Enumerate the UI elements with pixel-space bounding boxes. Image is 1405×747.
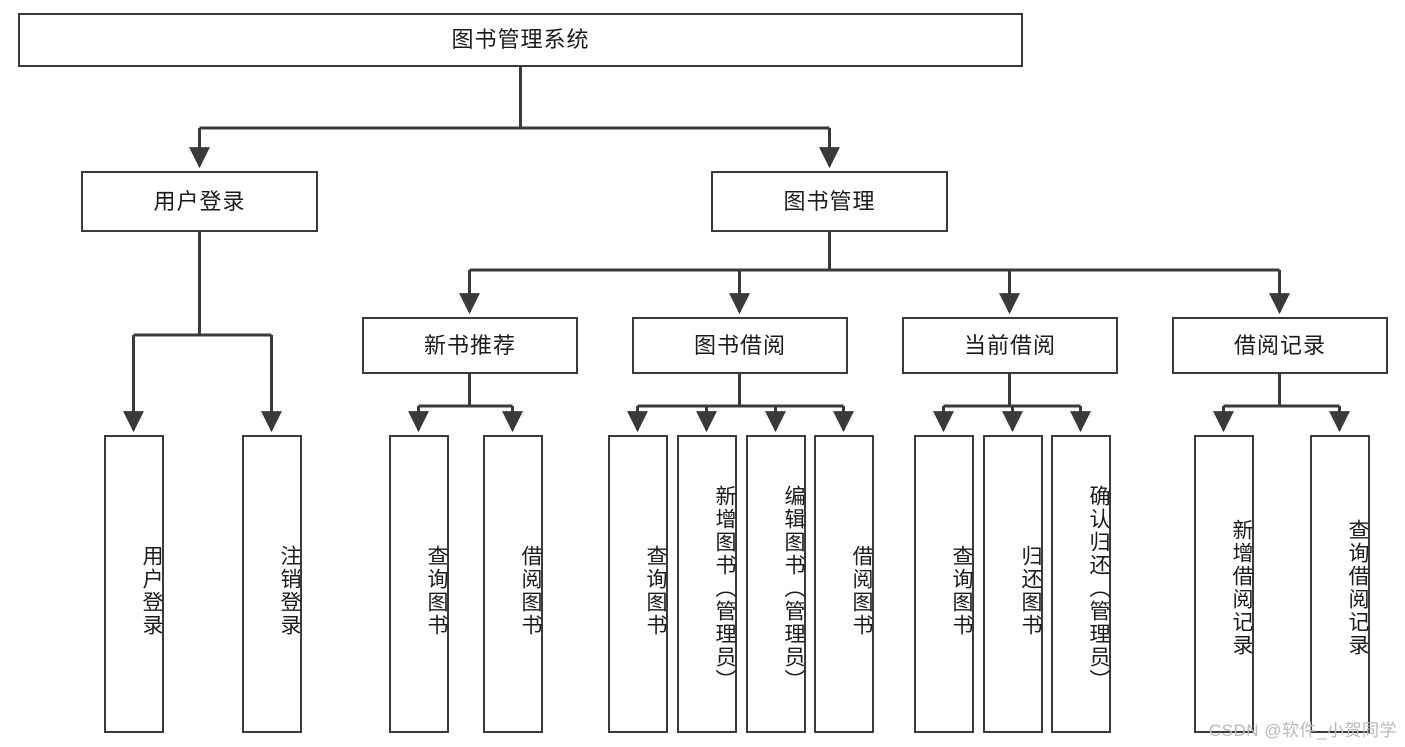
- node-leaf-add-record-label: 新增借阅记录: [1230, 519, 1253, 657]
- node-user-login-label: 用户登录: [153, 188, 246, 214]
- node-leaf-query-book-3[interactable]: 查询图书: [914, 435, 974, 733]
- node-book-borrow-label: 图书借阅: [693, 332, 786, 358]
- node-leaf-return-book-label: 归还图书: [1019, 545, 1042, 637]
- node-leaf-query-book-1-label: 查询图书: [425, 545, 448, 637]
- node-leaf-borrow-book-1-label: 借阅图书: [519, 545, 542, 637]
- node-root[interactable]: 图书管理系统: [18, 13, 1023, 67]
- node-book-manage-label: 图书管理: [783, 188, 876, 214]
- watermark: CSDN @软件_小贺同学: [1208, 721, 1397, 740]
- node-borrow-record-label: 借阅记录: [1233, 332, 1326, 358]
- node-book-borrow[interactable]: 图书借阅: [632, 317, 848, 374]
- node-leaf-add-book-label: 新增图书（管理员）: [713, 484, 736, 692]
- node-leaf-user-login[interactable]: 用户登录: [104, 435, 164, 733]
- node-leaf-query-record[interactable]: 查询借阅记录: [1310, 435, 1370, 733]
- node-leaf-edit-book-label: 编辑图书（管理员）: [782, 484, 805, 692]
- node-leaf-logout[interactable]: 注销登录: [242, 435, 302, 733]
- node-leaf-confirm-return[interactable]: 确认归还（管理员）: [1051, 435, 1111, 733]
- node-leaf-borrow-book-2-label: 借阅图书: [850, 545, 873, 637]
- node-borrow-record[interactable]: 借阅记录: [1172, 317, 1388, 374]
- node-leaf-edit-book[interactable]: 编辑图书（管理员）: [746, 435, 806, 733]
- node-leaf-return-book[interactable]: 归还图书: [983, 435, 1043, 733]
- node-leaf-user-login-label: 用户登录: [140, 545, 163, 637]
- node-leaf-query-book-2[interactable]: 查询图书: [608, 435, 668, 733]
- node-root-label: 图书管理系统: [451, 27, 590, 52]
- node-leaf-logout-label: 注销登录: [278, 545, 301, 637]
- node-new-book-rec[interactable]: 新书推荐: [362, 317, 578, 374]
- node-leaf-add-record[interactable]: 新增借阅记录: [1194, 435, 1254, 733]
- node-leaf-query-book-2-label: 查询图书: [644, 545, 667, 637]
- node-leaf-add-book[interactable]: 新增图书（管理员）: [677, 435, 737, 733]
- node-leaf-query-book-3-label: 查询图书: [950, 545, 973, 637]
- node-leaf-query-record-label: 查询借阅记录: [1346, 519, 1369, 657]
- node-user-login[interactable]: 用户登录: [81, 171, 318, 232]
- node-book-manage[interactable]: 图书管理: [711, 171, 948, 232]
- node-leaf-borrow-book-1[interactable]: 借阅图书: [483, 435, 543, 733]
- node-leaf-confirm-return-label: 确认归还（管理员）: [1087, 484, 1110, 692]
- node-current-borrow-label: 当前借阅: [963, 332, 1056, 358]
- node-current-borrow[interactable]: 当前借阅: [902, 317, 1118, 374]
- node-new-book-rec-label: 新书推荐: [423, 332, 516, 358]
- node-leaf-query-book-1[interactable]: 查询图书: [389, 435, 449, 733]
- node-leaf-borrow-book-2[interactable]: 借阅图书: [814, 435, 874, 733]
